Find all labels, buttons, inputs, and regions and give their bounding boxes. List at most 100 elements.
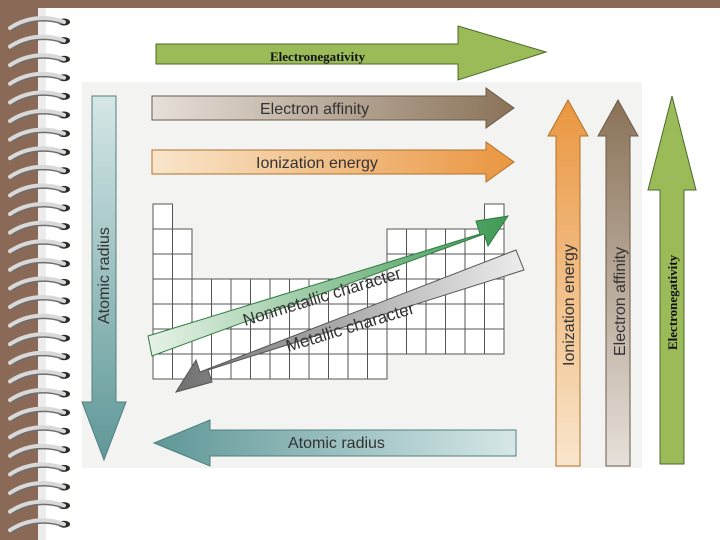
binding-ring-shadow bbox=[11, 410, 63, 422]
binding-ring bbox=[8, 239, 66, 254]
binding-ring-shadow bbox=[11, 243, 63, 254]
element-cell bbox=[152, 278, 173, 305]
binding-ring-shadow bbox=[11, 280, 63, 292]
binding-ring bbox=[8, 276, 66, 291]
binding-ring-shadow bbox=[11, 522, 63, 533]
element-cell bbox=[425, 328, 446, 355]
element-cell bbox=[289, 353, 310, 380]
binding-ring-shadow bbox=[11, 261, 63, 273]
ionization-energy-arrow-top bbox=[151, 141, 515, 183]
binding-ring bbox=[8, 313, 66, 328]
element-cell bbox=[230, 328, 251, 355]
binding-ring-shadow bbox=[11, 466, 63, 478]
electron-affinity-label-right: Electron affinity bbox=[612, 247, 629, 356]
element-cell bbox=[152, 228, 173, 255]
electron-affinity-arrow-right bbox=[597, 98, 639, 467]
binding-ring-shadow bbox=[11, 373, 63, 385]
binding-ring-shadow bbox=[11, 168, 63, 180]
element-cell bbox=[425, 303, 446, 330]
binding-ring-shadow bbox=[11, 38, 63, 50]
binding-ring-shadow bbox=[11, 150, 63, 161]
element-cell bbox=[484, 303, 505, 330]
binding-ring bbox=[8, 499, 66, 514]
electron-affinity-label-top: Electron affinity bbox=[260, 101, 369, 118]
binding-ring-shadow bbox=[11, 354, 63, 366]
binding-ring-shadow bbox=[11, 429, 63, 440]
binding-ring bbox=[8, 425, 66, 440]
electronegativity-arrow-right bbox=[647, 95, 697, 465]
binding-ring bbox=[8, 481, 66, 495]
binding-ring-shadow bbox=[11, 336, 63, 347]
atomic-radius-arrow-left bbox=[81, 95, 127, 462]
ionization-energy-arrow-right bbox=[547, 98, 589, 467]
binding-ring-shadow bbox=[11, 131, 63, 143]
element-cell bbox=[367, 353, 388, 380]
binding-ring bbox=[8, 295, 66, 309]
element-cell bbox=[269, 353, 290, 380]
element-cell bbox=[308, 353, 329, 380]
atomic-radius-arrow-bottom bbox=[152, 419, 517, 467]
binding-ring bbox=[8, 406, 66, 421]
binding-ring bbox=[8, 518, 66, 533]
binding-ring-shadow bbox=[11, 503, 63, 515]
binding-ring bbox=[8, 146, 66, 161]
element-cell bbox=[328, 353, 349, 380]
binding-ring bbox=[8, 443, 66, 458]
atomic-radius-label-bottom: Atomic radius bbox=[288, 435, 385, 452]
element-cell bbox=[230, 278, 251, 305]
binding-ring bbox=[8, 16, 66, 30]
element-cell bbox=[386, 228, 407, 255]
binding-ring-shadow bbox=[11, 20, 63, 31]
binding-ring bbox=[8, 369, 66, 384]
binding-ring-shadow bbox=[11, 94, 63, 106]
element-cell bbox=[406, 328, 427, 355]
binding-ring bbox=[8, 53, 66, 68]
binding-ring-shadow bbox=[11, 57, 63, 68]
binding-ring bbox=[8, 257, 66, 272]
electronegativity-label-right: Electronegativity bbox=[665, 254, 680, 350]
element-cell bbox=[250, 353, 271, 380]
element-cell bbox=[464, 303, 485, 330]
binding-ring-shadow bbox=[11, 317, 63, 329]
binding-ring-shadow bbox=[11, 392, 63, 403]
binding-ring-shadow bbox=[11, 75, 63, 87]
binding-ring bbox=[8, 332, 66, 347]
binding-ring bbox=[8, 183, 66, 198]
element-cell bbox=[484, 278, 505, 305]
element-cell bbox=[152, 203, 173, 230]
ionization-energy-label-top: Ionization energy bbox=[256, 155, 378, 172]
binding-ring-shadow bbox=[11, 299, 63, 310]
paper-edge-shadow bbox=[38, 8, 46, 540]
element-cell bbox=[464, 328, 485, 355]
binding-ring-shadow bbox=[11, 187, 63, 199]
element-cell bbox=[445, 303, 466, 330]
electron-affinity-arrow-top bbox=[151, 87, 515, 129]
element-cell bbox=[191, 278, 212, 305]
binding-ring-shadow bbox=[11, 113, 63, 124]
element-cell bbox=[172, 253, 193, 280]
binding-ring bbox=[8, 71, 66, 86]
binding-ring bbox=[8, 388, 66, 402]
binding-ring bbox=[8, 164, 66, 179]
element-cell bbox=[445, 328, 466, 355]
element-cell bbox=[211, 278, 232, 305]
ionization-energy-label-right: Ionization energy bbox=[561, 244, 578, 366]
element-cell bbox=[172, 228, 193, 255]
element-cell bbox=[367, 328, 388, 355]
binding-ring-shadow bbox=[11, 206, 63, 217]
atomic-radius-label-left: Atomic radius bbox=[96, 227, 113, 324]
element-cell bbox=[425, 253, 446, 280]
binding-ring bbox=[8, 90, 66, 105]
nonmetallic-character-arrow bbox=[147, 215, 510, 357]
binding-ring bbox=[8, 220, 66, 235]
binding-ring bbox=[8, 350, 66, 365]
electronegativity-arrow-top bbox=[155, 25, 548, 81]
element-cell bbox=[484, 328, 505, 355]
element-cell bbox=[152, 303, 173, 330]
binding-ring-shadow bbox=[11, 447, 63, 459]
element-cell bbox=[386, 328, 407, 355]
element-cell bbox=[152, 253, 173, 280]
element-cell bbox=[406, 228, 427, 255]
binding-ring bbox=[8, 34, 66, 49]
